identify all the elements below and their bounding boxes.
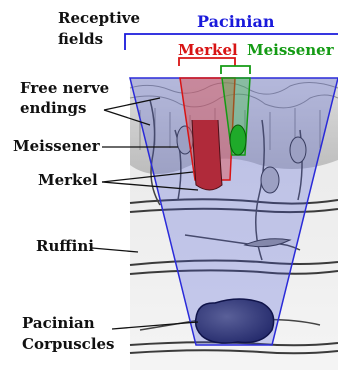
free-nerve-endings-label: Free nerve endings (20, 80, 109, 117)
receptive-fields-line2: fields (58, 31, 148, 48)
pacinian-field-label: Pacinian (197, 12, 275, 31)
merkel-cells (192, 120, 222, 190)
meissener-label: Meissener (13, 138, 100, 155)
receptive-fields-label: Receptive fields (58, 10, 148, 48)
ruffini-label: Ruffini (36, 238, 94, 255)
merkel-bracket (179, 58, 235, 66)
meissener-bracket (221, 66, 250, 74)
meissener-corpuscle-green (230, 125, 246, 155)
pacinian-corpuscles-label: Pacinian Corpuscles (22, 315, 115, 353)
free-nerve-endings-line2: endings (20, 100, 109, 117)
pacinian-corpuscle (196, 299, 274, 343)
merkel-label: Merkel (38, 172, 98, 189)
receptive-fields-line1: Receptive (58, 10, 148, 27)
merkel-field-label: Merkel (178, 41, 238, 59)
free-nerve-endings-line1: Free nerve (20, 80, 109, 97)
meissener-field-label: Meissener (247, 41, 334, 59)
pacinian-corpuscles-line1: Pacinian (22, 315, 115, 332)
pacinian-corpuscles-line2: Corpuscles (22, 336, 115, 353)
